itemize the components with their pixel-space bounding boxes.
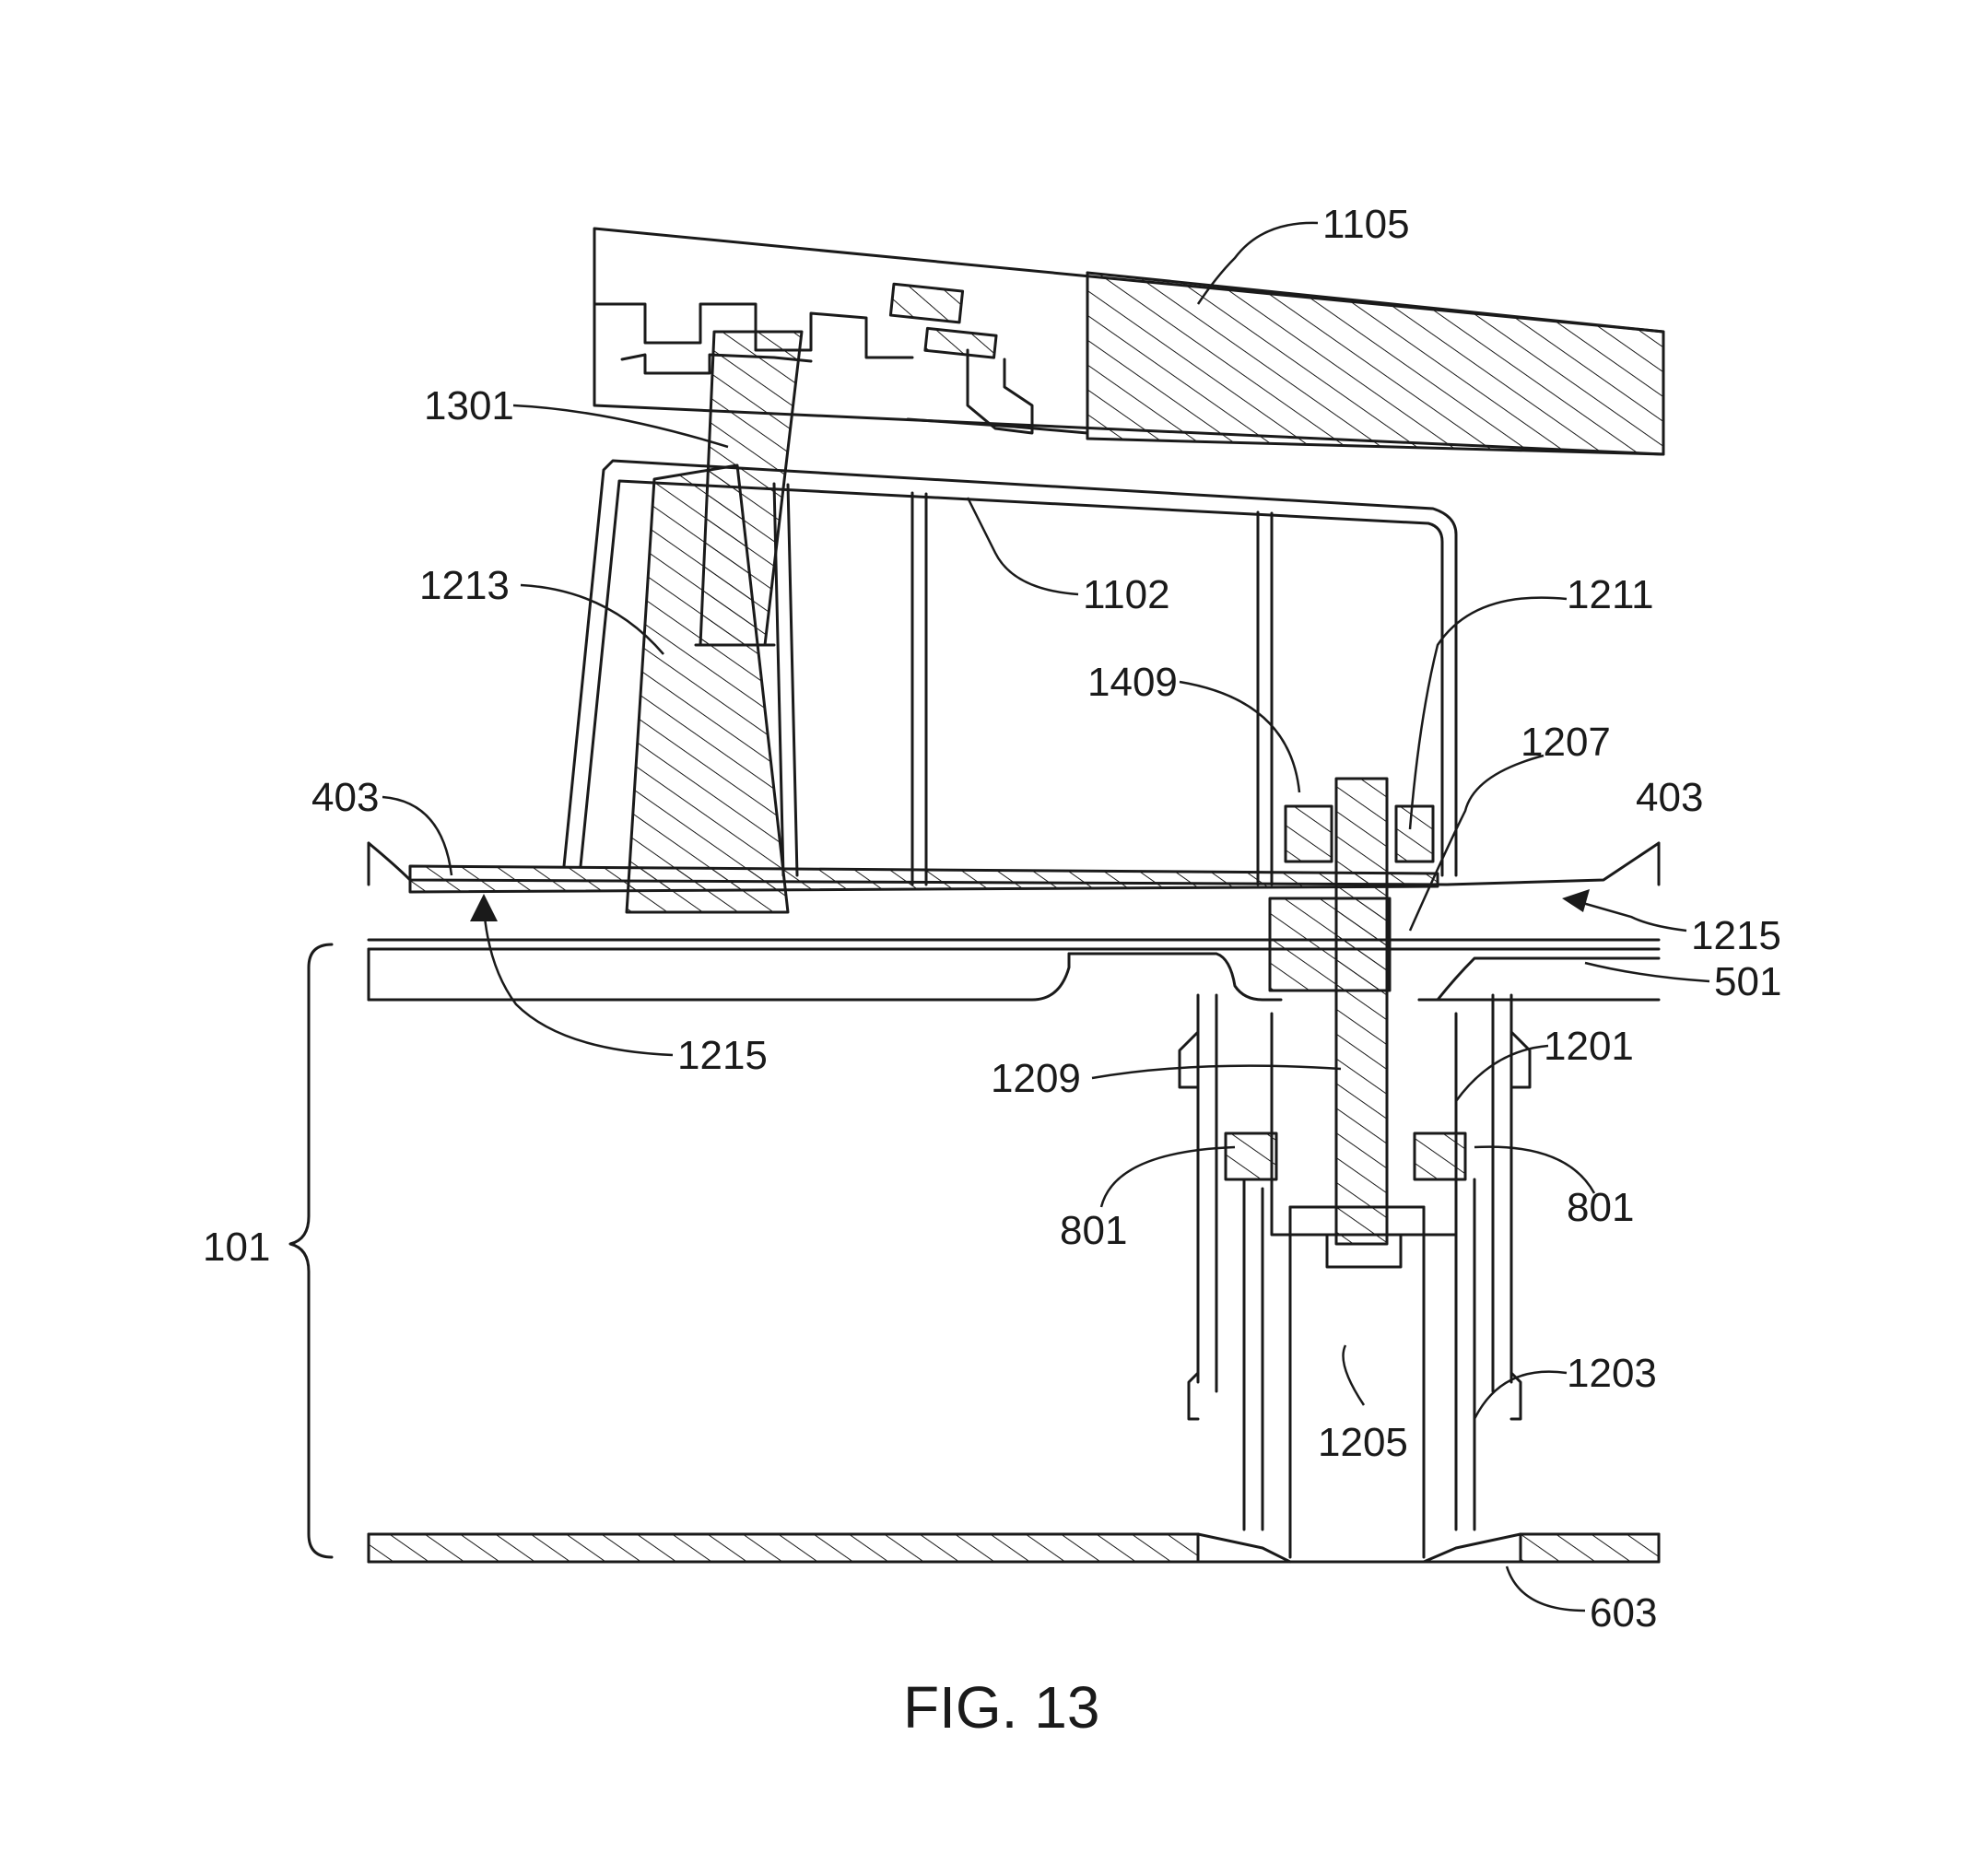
label-603: 603 [1590, 1590, 1657, 1636]
label-1409: 1409 [1087, 660, 1178, 705]
label-801-right: 801 [1567, 1185, 1634, 1230]
reference-labels: 1105 1301 1213 1102 1211 1409 1207 403 4… [203, 202, 1781, 1636]
arrow-1215-left [470, 894, 498, 921]
label-101: 101 [203, 1225, 270, 1270]
label-1215-left: 1215 [677, 1033, 768, 1078]
label-1201: 1201 [1544, 1024, 1634, 1069]
label-1215-right: 1215 [1691, 913, 1781, 958]
label-403-right: 403 [1636, 775, 1703, 820]
label-1203: 1203 [1567, 1351, 1657, 1396]
plate-1105 [593, 227, 1665, 456]
brace-101 [288, 943, 334, 1559]
label-1105: 1105 [1322, 202, 1410, 247]
frame-1102 [562, 459, 1458, 886]
label-801-left: 801 [1060, 1208, 1127, 1253]
bottom-plate-603 [367, 1532, 1661, 1564]
lower-casing [1178, 993, 1532, 1559]
label-1102: 1102 [1083, 572, 1170, 617]
arrow-1215-right [1562, 889, 1590, 912]
base-plate [367, 841, 1661, 894]
label-1213: 1213 [419, 563, 510, 608]
label-403-left: 403 [311, 775, 379, 820]
leader-lines [382, 221, 1710, 1612]
label-1207: 1207 [1521, 720, 1611, 765]
post-1213 [625, 330, 804, 914]
label-1301: 1301 [424, 383, 514, 428]
label-501: 501 [1714, 959, 1781, 1004]
bolt-assembly [1268, 777, 1458, 1269]
label-1205: 1205 [1318, 1420, 1408, 1465]
label-1211: 1211 [1567, 572, 1654, 617]
cell-top-plates [367, 938, 1661, 1002]
label-1209: 1209 [991, 1056, 1081, 1101]
figure-caption: FIG. 13 [903, 1674, 1099, 1741]
